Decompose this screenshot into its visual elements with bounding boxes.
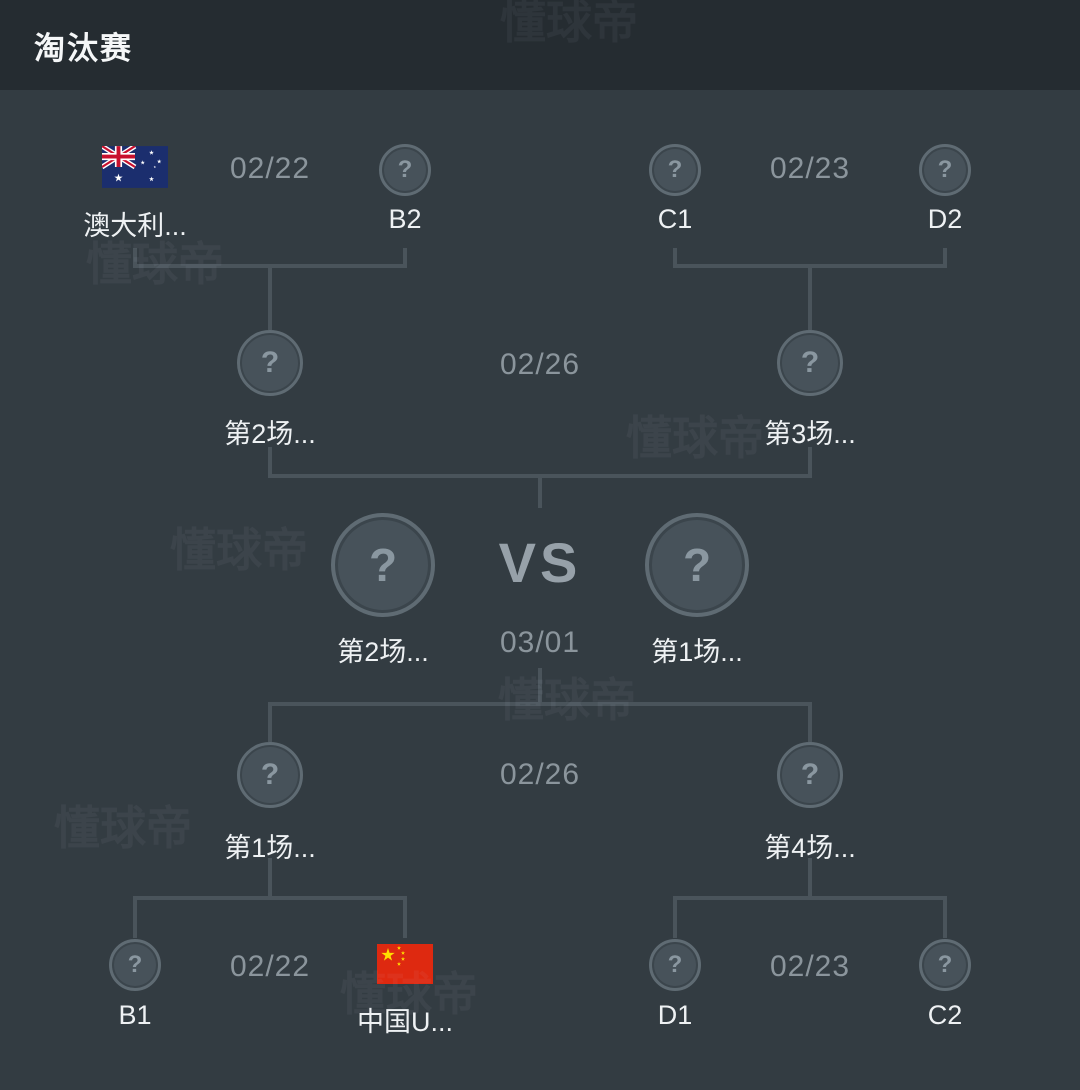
team-label: 第1场... [224, 833, 316, 863]
bracket-line [538, 474, 542, 508]
team-label: 中国U... [356, 1007, 454, 1037]
question-mark: ? [682, 539, 712, 591]
team-label: B2 [388, 204, 422, 234]
bracket-line [268, 702, 812, 706]
final-slot-right[interactable]: ? [645, 513, 749, 617]
bracket-line [808, 264, 812, 330]
team-label: D2 [927, 204, 963, 234]
match-date: 02/23 [769, 152, 851, 185]
match-date: 02/23 [769, 950, 851, 983]
match-date: 02/22 [229, 950, 311, 983]
watermark: 懂球帝 [170, 524, 308, 576]
bracket-line [673, 896, 677, 938]
semifinal-slot-lower-right[interactable]: ? [777, 742, 843, 808]
team-label: 第4场... [764, 833, 856, 863]
bracket-line [268, 858, 272, 900]
match-date: 02/22 [229, 152, 311, 185]
team-label: D1 [657, 1000, 693, 1030]
match-slot-c2[interactable]: ? [919, 939, 971, 991]
watermark: 懂球帝 [498, 674, 636, 726]
team-label: 第2场... [337, 637, 429, 667]
question-mark: ? [800, 346, 820, 379]
match-slot-b1[interactable]: ? [109, 939, 161, 991]
bracket-line [268, 702, 272, 742]
team-label: B1 [118, 1000, 152, 1030]
bracket-line [133, 896, 137, 938]
question-mark: ? [260, 346, 280, 379]
semifinal-slot-upper-left[interactable]: ? [237, 330, 303, 396]
bracket-line [133, 248, 137, 266]
team-label: 第2场... [224, 419, 316, 449]
question-mark: ? [937, 156, 953, 183]
semifinal-slot-upper-right[interactable]: ? [777, 330, 843, 396]
question-mark: ? [937, 951, 953, 978]
question-mark: ? [368, 539, 398, 591]
bracket-line [808, 447, 812, 478]
semifinal-slot-lower-left[interactable]: ? [237, 742, 303, 808]
match-date: 03/01 [499, 626, 581, 659]
bracket-line [403, 248, 407, 266]
match-slot-c1[interactable]: ? [649, 144, 701, 196]
match-date: 02/26 [499, 348, 581, 381]
team-label: C2 [927, 1000, 963, 1030]
vs-label: VS [498, 531, 582, 594]
bracket-line [268, 447, 272, 478]
question-mark: ? [800, 758, 820, 791]
match-slot-d1[interactable]: ? [649, 939, 701, 991]
question-mark: ? [667, 951, 683, 978]
page-title: 淘汰赛 [34, 30, 133, 66]
question-mark: ? [667, 156, 683, 183]
bracket-line [808, 702, 812, 742]
australia-flag-icon[interactable] [100, 144, 168, 188]
team-label: 第3场... [764, 419, 856, 449]
watermark: 懂球帝 [54, 802, 192, 854]
match-date: 02/26 [499, 758, 581, 791]
final-slot-left[interactable]: ? [331, 513, 435, 617]
team-label: 第1场... [651, 637, 743, 667]
bracket-line [943, 248, 947, 266]
bracket-line [673, 248, 677, 266]
header-bar: 淘汰赛 [0, 0, 1080, 90]
question-mark: ? [397, 156, 413, 183]
question-mark: ? [127, 951, 143, 978]
bracket-line [403, 896, 407, 938]
watermark: 懂球帝 [626, 412, 764, 464]
bracket-line [673, 896, 947, 900]
match-slot-d2[interactable]: ? [919, 144, 971, 196]
bracket-line [133, 896, 407, 900]
team-label: 澳大利... [83, 211, 187, 241]
bracket-line [538, 668, 542, 706]
question-mark: ? [260, 758, 280, 791]
bracket-line [268, 264, 272, 330]
bracket-line [808, 858, 812, 900]
bracket-line [943, 896, 947, 938]
china-flag-icon[interactable] [377, 944, 433, 984]
team-label: C1 [657, 204, 693, 234]
match-slot-b2[interactable]: ? [379, 144, 431, 196]
